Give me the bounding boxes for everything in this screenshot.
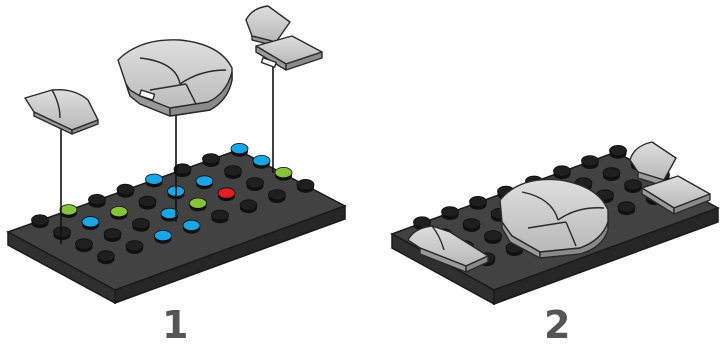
step-1-tile-right [246, 6, 322, 70]
stud [146, 174, 163, 187]
stud [269, 190, 286, 203]
stud [442, 207, 459, 220]
stud [231, 143, 248, 156]
stud [104, 229, 121, 242]
stud [603, 168, 620, 181]
stud [139, 196, 156, 209]
step-2-assembly [392, 142, 718, 304]
stud [485, 231, 502, 244]
stud [133, 218, 150, 231]
stud [76, 239, 93, 252]
stud [98, 251, 115, 264]
stud [625, 180, 642, 193]
stud [618, 202, 635, 215]
stud [126, 241, 143, 254]
step-1-tile-round [118, 40, 232, 116]
stud [155, 230, 172, 243]
stud [610, 145, 627, 158]
stud [196, 176, 213, 189]
stud [183, 220, 200, 233]
stud [470, 196, 487, 209]
stud [111, 206, 128, 219]
stud [212, 210, 229, 223]
stud [247, 178, 264, 191]
stud [32, 215, 49, 228]
stud [297, 179, 314, 192]
stud [203, 154, 220, 167]
stud [54, 227, 71, 240]
stud [190, 198, 207, 211]
step-number-2: 2 [544, 303, 570, 347]
step-number-1: 1 [162, 303, 188, 347]
stud [82, 217, 99, 230]
stud [89, 194, 106, 207]
stud [463, 219, 480, 232]
step-1-tile-left [25, 90, 98, 134]
stud [275, 167, 292, 180]
stud [218, 188, 235, 201]
step-1-assembly [8, 6, 345, 303]
stud [582, 156, 599, 169]
stud [253, 155, 270, 168]
stud [117, 184, 134, 197]
stud [240, 200, 257, 213]
stud [60, 205, 77, 218]
stud [554, 166, 571, 179]
stud [225, 166, 242, 179]
